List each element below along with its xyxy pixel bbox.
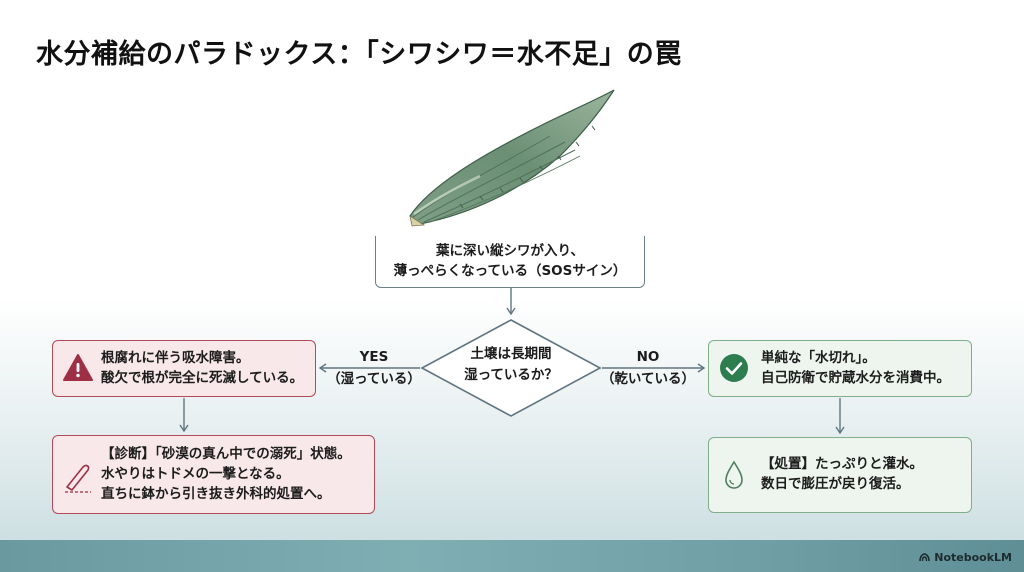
yes-action-line1: 【診断】「砂漠の真ん中での溺死」状態。 bbox=[101, 446, 351, 462]
yes-result-line2: 酸欠で根が完全に死滅している。 bbox=[101, 370, 304, 386]
water-drop-icon bbox=[725, 460, 743, 489]
sos-sign-box: 葉に深い縦シワが入り、 薄っぺらくなっている（SOSサイン） bbox=[375, 236, 645, 288]
no-branch-label: NO （乾いている） bbox=[598, 346, 698, 390]
yes-result-box: 根腐れに伴う吸水障害。 酸欠で根が完全に死滅している。 bbox=[52, 340, 316, 397]
no-action-line2: 数日で膨圧が戻り復活。 bbox=[761, 476, 910, 492]
page-title: 水分補給のパラドックス：「シワシワ＝水不足」の罠 bbox=[36, 39, 682, 70]
scalpel-icon bbox=[65, 464, 91, 493]
yes-sublabel: （湿っている） bbox=[327, 371, 421, 387]
decision-line1: 土壌は長期間 bbox=[470, 346, 552, 362]
yes-action-box: 【診断】「砂漠の真ん中での溺死」状態。 水やりはトドメの一撃となる。 直ちに鉢か… bbox=[52, 435, 375, 514]
sos-sign-line1: 葉に深い縦シワが入り、 bbox=[436, 243, 584, 259]
brand-watermark: NotebookLM bbox=[919, 551, 1012, 564]
yes-result-line1: 根腐れに伴う吸水障害。 bbox=[101, 350, 250, 366]
decision-diamond bbox=[420, 319, 602, 417]
yes-action-line2: 水やりはトドメの一撃となる。 bbox=[101, 466, 290, 482]
brand-text: NotebookLM bbox=[934, 551, 1012, 564]
no-action-line1: 【処置】たっぷりと灌水。 bbox=[761, 456, 923, 472]
no-result-line1: 単純な「水切れ」。 bbox=[761, 350, 876, 366]
notebooklm-logo-icon bbox=[919, 553, 931, 562]
no-result-box: 単純な「水切れ」。 自己防衛で貯蔵水分を消費中。 bbox=[708, 340, 972, 397]
decision-line2: 湿っているか？ bbox=[464, 367, 558, 383]
yes-action-line3: 直ちに鉢から引き抜き外科的処置へ。 bbox=[101, 486, 331, 502]
check-icon bbox=[720, 354, 748, 382]
no-sublabel: （乾いている） bbox=[600, 371, 696, 387]
sos-sign-line2: 薄っぺらくなっている（SOSサイン） bbox=[393, 263, 627, 279]
aloe-leaf-illustration bbox=[409, 89, 615, 227]
no-result-line2: 自己防衛で貯蔵水分を消費中。 bbox=[761, 370, 950, 386]
no-label: NO bbox=[636, 349, 660, 365]
no-action-box: 【処置】たっぷりと灌水。 数日で膨圧が戻り復活。 bbox=[708, 437, 972, 513]
footer-band bbox=[0, 540, 1024, 572]
yes-label: YES bbox=[359, 349, 389, 365]
yes-branch-label: YES （湿っている） bbox=[326, 346, 422, 390]
decision-text: 土壌は長期間 湿っているか？ bbox=[420, 344, 602, 386]
warning-icon bbox=[63, 354, 93, 381]
